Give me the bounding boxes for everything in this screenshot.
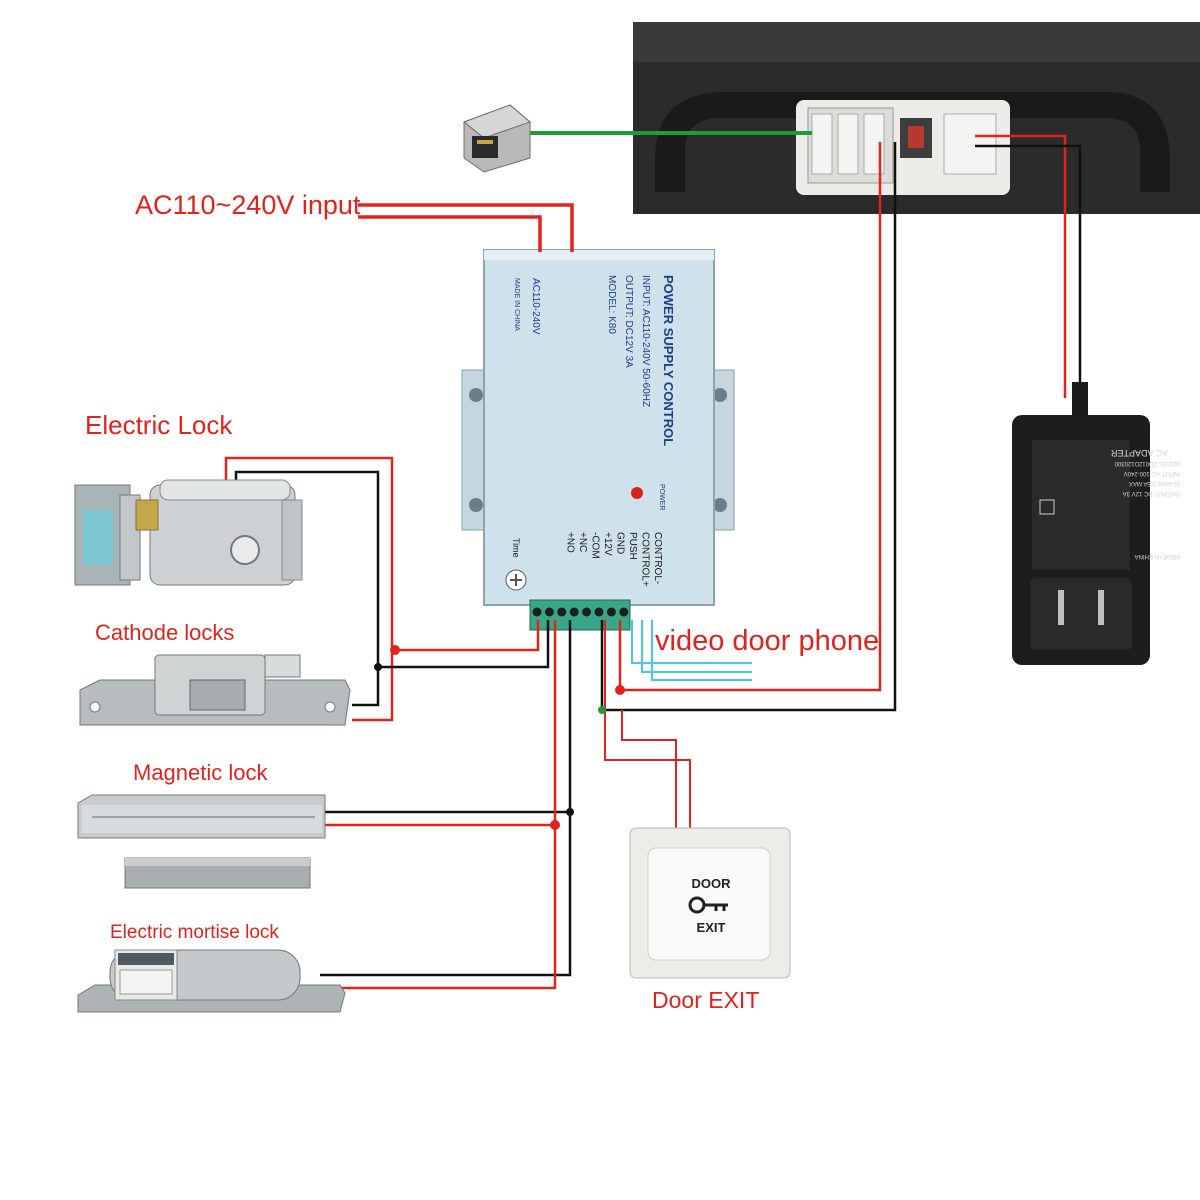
wire-video-2 — [641, 620, 752, 673]
door-station-panel — [633, 22, 1200, 214]
ac-adapter-image: AC ADAPTER MODEL:ZD012D120300 INPUT: AC … — [1012, 382, 1180, 665]
wire-adapter-black — [975, 144, 1082, 398]
wire-elock-black — [234, 470, 380, 707]
power-supply-unit: POWER SUPPLY CONTROL INPUT: AC110-240V 5… — [461, 249, 735, 631]
electric-lock-label: Electric Lock — [85, 410, 233, 440]
mortise-lock-label: Electric mortise lock — [110, 922, 279, 943]
terminal-screw — [544, 607, 554, 617]
psu-terminal-label: CONTROL- — [652, 532, 663, 584]
adapter-prong-right — [1098, 590, 1104, 625]
wire-exit-1 — [604, 620, 691, 828]
adapter-prong-left — [1058, 590, 1064, 625]
wire-video-1 — [631, 620, 752, 664]
psu-made-in: MADE IN CHINA — [513, 278, 520, 331]
electric-lock-image — [74, 479, 303, 586]
exit-button-image: DOOR EXIT — [629, 827, 791, 979]
adapter-output: OUTPUT: DC 12V 3A — [1123, 490, 1180, 496]
psu-output-spec: OUTPUT: DC12V 3A — [623, 275, 634, 368]
adapter-made-in: MADE IN CHINA — [1135, 553, 1180, 559]
wire-mortise-red — [320, 825, 557, 990]
terminal-screw — [532, 607, 542, 617]
terminal-screw — [606, 607, 616, 617]
magnetic-lock-label: Magnetic lock — [133, 760, 268, 785]
wire-elock-red — [224, 456, 394, 722]
psu-model: MODEL: K80 — [606, 275, 617, 334]
magnetic-lock-image — [77, 794, 326, 889]
wire-station-red — [618, 142, 882, 692]
adapter-freq: 50-60Hz 0.5A MAX — [1129, 480, 1180, 486]
psu-terminal-label: PUSH — [627, 532, 638, 560]
wire-ac-live — [358, 203, 574, 252]
terminal-screws — [532, 607, 629, 617]
psu-terminal-label: CONTROL+ — [640, 532, 651, 587]
cathode-locks-label: Cathode locks — [95, 620, 235, 645]
cathode-lock-image — [79, 654, 351, 726]
video-door-phone-label: video door phone — [655, 625, 880, 657]
adapter-input: INPUT: AC 100-240V — [1124, 470, 1180, 476]
wire-ac-neutral — [358, 215, 542, 252]
psu-terminal-label: +NO — [565, 532, 576, 553]
terminal-screw — [582, 607, 592, 617]
wire-exit-2 — [621, 710, 677, 828]
wire-video-3 — [651, 620, 752, 681]
adapter-model: MODEL:ZD012D120300 — [1114, 460, 1180, 466]
psu-title: POWER SUPPLY CONTROL — [661, 275, 676, 446]
psu-input-spec: INPUT: AC110-240V 50-60HZ — [640, 275, 651, 407]
psu-power-led-label: POWER — [658, 484, 665, 510]
wire-station-black — [600, 142, 897, 712]
mortise-lock-image — [77, 949, 346, 1013]
psu-ac-label: AC110-240V — [530, 278, 541, 335]
terminal-screw — [557, 607, 567, 617]
terminal-screw — [569, 607, 579, 617]
terminal-screw — [594, 607, 604, 617]
exit-button-exit-text: EXIT — [697, 920, 726, 935]
rj45-jack — [462, 104, 531, 173]
psu-terminal-label: GND — [615, 532, 626, 554]
wire-adapter-red — [975, 134, 1067, 398]
exit-button-door-text: DOOR — [692, 876, 732, 891]
power-led — [631, 487, 643, 499]
key-icon — [688, 896, 728, 914]
terminal-screw — [619, 607, 629, 617]
psu-terminal-label: +NC — [577, 532, 588, 552]
wire-junctions — [374, 645, 625, 830]
terminal-block — [529, 599, 631, 631]
psu-time-label: Time — [511, 538, 521, 558]
ac-input-label: AC110~240V input — [135, 190, 361, 220]
wire-bus-red — [392, 620, 540, 652]
door-exit-label: Door EXIT — [652, 987, 760, 1013]
adapter-title: AC ADAPTER — [1110, 448, 1168, 458]
psu-terminal-label: +12V — [602, 532, 613, 556]
wire-mortise-black — [320, 812, 572, 977]
wire-bus-black — [378, 620, 550, 669]
psu-terminal-label: -COM — [590, 532, 601, 559]
